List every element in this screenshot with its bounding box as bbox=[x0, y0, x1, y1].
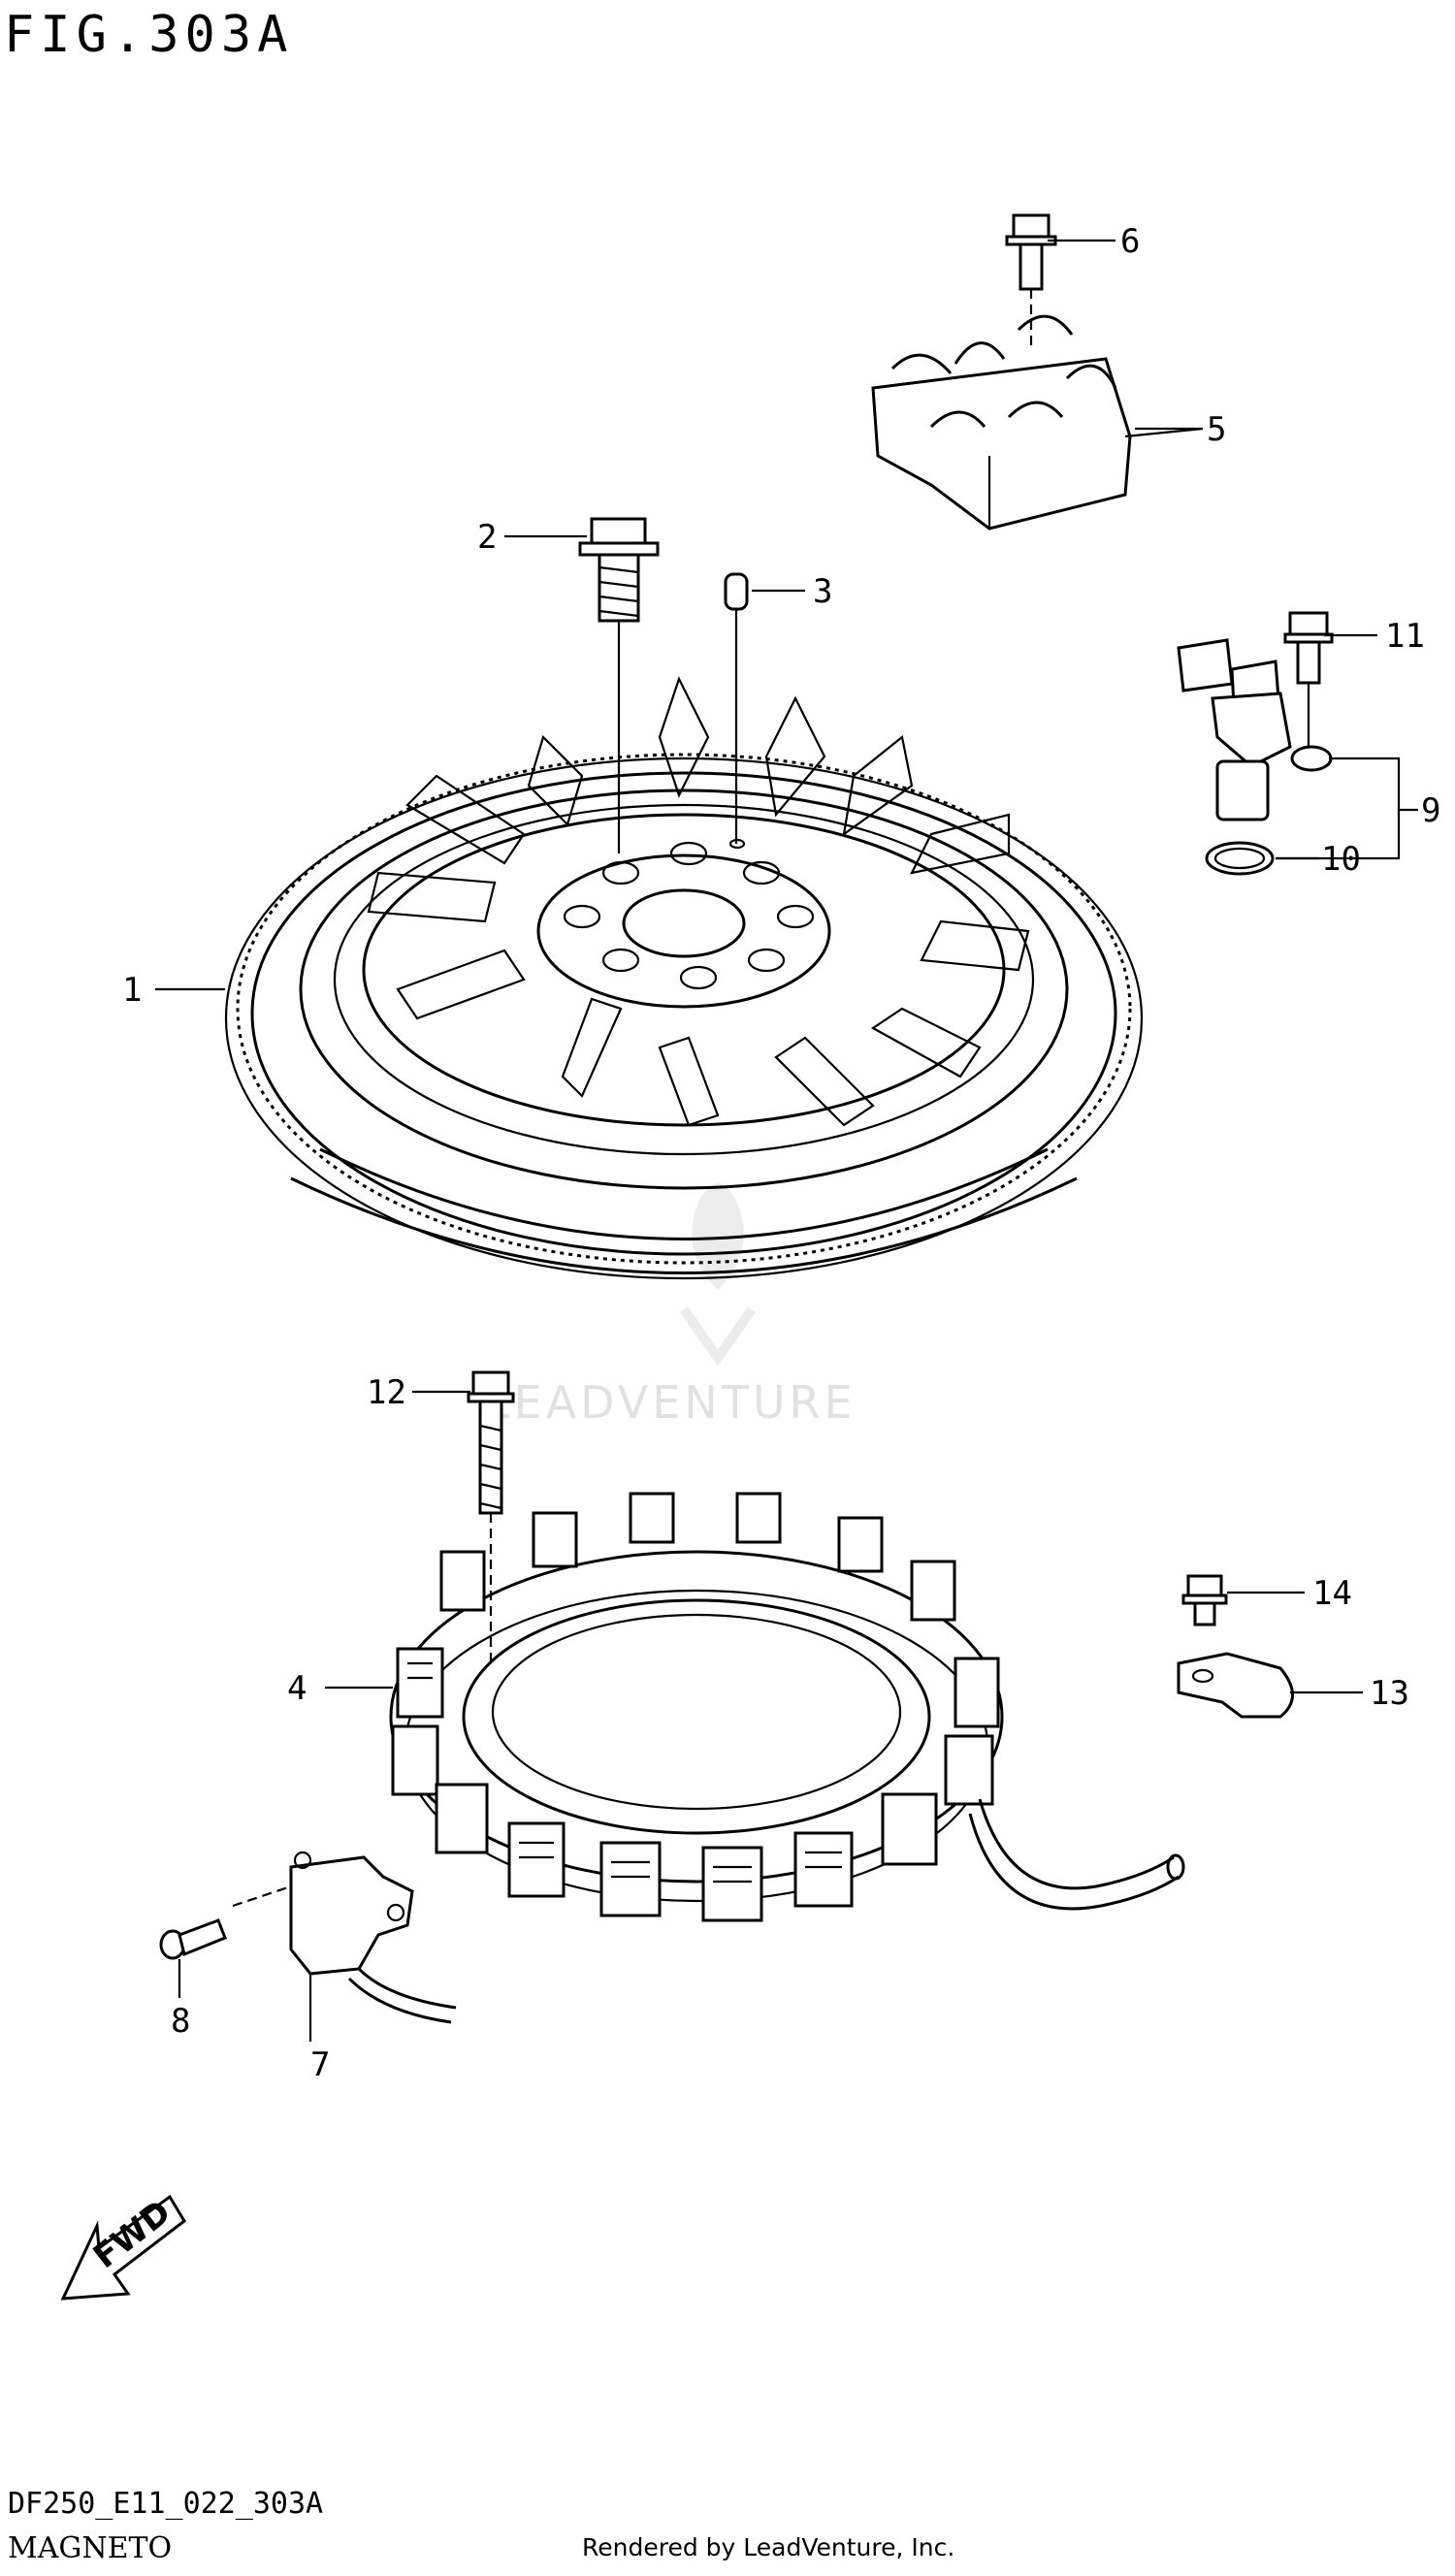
rendered-by-credit: Rendered by LeadVenture, Inc. bbox=[582, 2533, 955, 2561]
callout-14: 14 bbox=[1312, 1574, 1352, 1613]
callout-13: 13 bbox=[1370, 1674, 1409, 1713]
figure-title: FIG.303A bbox=[4, 6, 294, 64]
dowel-pin[interactable] bbox=[724, 572, 749, 611]
callout-10: 10 bbox=[1321, 840, 1361, 879]
section-name: MAGNETO bbox=[8, 2531, 173, 2565]
clip-bolt[interactable] bbox=[1181, 1574, 1228, 1626]
stator-bolt[interactable] bbox=[467, 1370, 515, 1515]
callout-7: 7 bbox=[310, 2045, 330, 2084]
callout-leaders bbox=[155, 239, 1377, 2042]
callout-2: 2 bbox=[477, 518, 497, 557]
callout-5: 5 bbox=[1207, 410, 1226, 449]
callout-9: 9 bbox=[1421, 791, 1440, 830]
sensor-o-ring[interactable] bbox=[1205, 841, 1275, 876]
clamp-bolt[interactable] bbox=[1005, 213, 1057, 291]
flywheel-bolt[interactable] bbox=[578, 517, 660, 623]
flywheel-rotor[interactable] bbox=[224, 676, 1144, 1280]
drawing-code: DF250_E11_022_303A bbox=[8, 2487, 324, 2521]
forward-direction-arrow: FWD bbox=[60, 2193, 186, 2301]
callout-labels: 1 2 3 4 5 6 7 8 9 10 11 12 13 14 bbox=[122, 222, 1440, 2084]
callout-12: 12 bbox=[367, 1373, 406, 1412]
pulser-screw[interactable] bbox=[159, 1918, 227, 1960]
stator-coil-assembly[interactable] bbox=[389, 1492, 1185, 1922]
callout-6: 6 bbox=[1120, 222, 1140, 261]
callout-8: 8 bbox=[171, 2002, 190, 2041]
sensor-bolt[interactable] bbox=[1283, 611, 1334, 685]
callout-11: 11 bbox=[1385, 617, 1425, 656]
callout-3: 3 bbox=[813, 572, 832, 611]
leadventure-watermark: LEADVENTURE bbox=[485, 1183, 857, 1429]
crankshaft-position-sensor[interactable] bbox=[1177, 638, 1333, 821]
cable-clip[interactable] bbox=[1177, 1652, 1294, 1719]
harness-clamp[interactable] bbox=[871, 314, 1204, 531]
pulser-coil[interactable] bbox=[289, 1851, 457, 2024]
callout-1: 1 bbox=[122, 971, 142, 1010]
callout-4: 4 bbox=[287, 1669, 307, 1708]
bracket-part-9 bbox=[1276, 757, 1418, 860]
watermark-text: LEADVENTURE bbox=[485, 1376, 857, 1429]
